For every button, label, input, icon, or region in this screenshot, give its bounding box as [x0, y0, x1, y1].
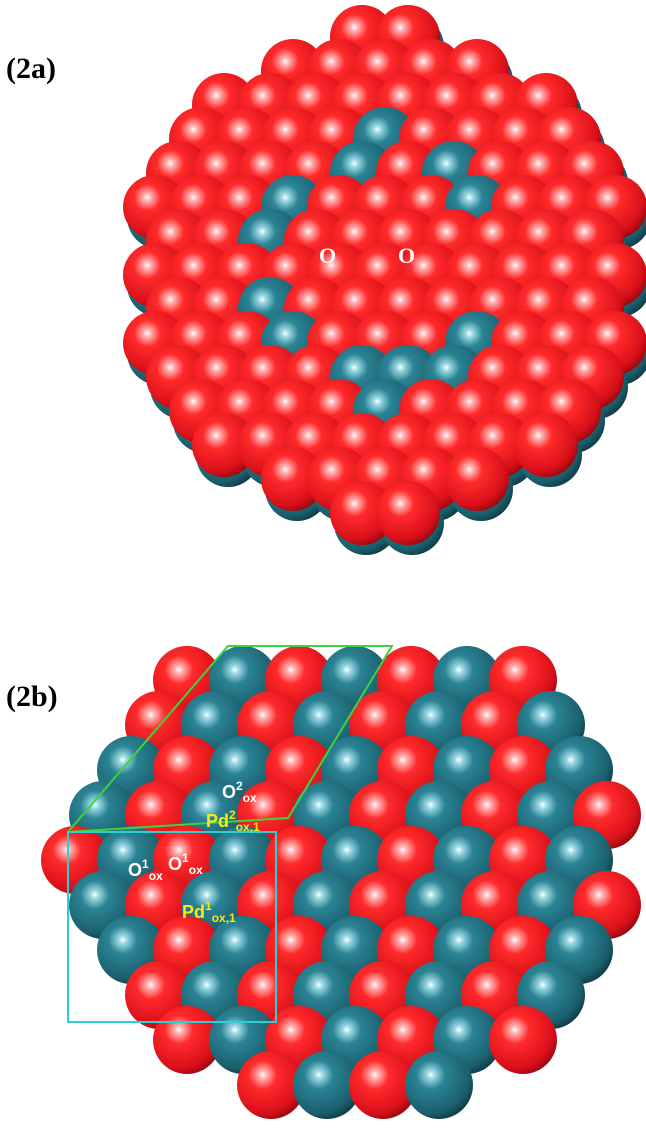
oxygen-atom — [261, 447, 325, 511]
o1-ox-label-right: O1ox — [168, 851, 203, 877]
oxygen-atom — [330, 481, 394, 545]
cyan-cell-outline — [67, 831, 277, 1023]
oxygen-atom — [192, 413, 256, 477]
panel-2a: (2a) O O — [6, 5, 646, 555]
panel-label-2b: (2b) — [6, 680, 58, 713]
panel-label-2a: (2a) — [6, 52, 56, 85]
nanoparticle-2b — [41, 646, 641, 1119]
pd-atom — [405, 1051, 473, 1119]
pd1-ox-label: Pd1ox,1 — [182, 899, 236, 925]
oxygen-atom — [376, 481, 440, 545]
green-cell-outline — [67, 645, 394, 833]
pd-atom — [293, 1051, 361, 1119]
oxygen-atom — [445, 447, 509, 511]
oxygen-atom — [514, 413, 578, 477]
o1-ox-label-left: O1ox — [128, 857, 163, 883]
nanoparticle-2a — [123, 5, 646, 555]
oxygen-atom — [489, 1006, 557, 1074]
oxygen-atom — [237, 1051, 305, 1119]
o2-ox-label: O2ox — [222, 779, 257, 805]
panel-2b: (2b) O2ox Pd2ox,1 O1ox O1ox Pd1ox,1 — [6, 645, 641, 1119]
oxygen-label-right: O — [398, 243, 415, 268]
oxygen-atom — [349, 1051, 417, 1119]
oxygen-label-left: O — [319, 243, 336, 268]
pd2-ox-label: Pd2ox,1 — [206, 808, 260, 834]
